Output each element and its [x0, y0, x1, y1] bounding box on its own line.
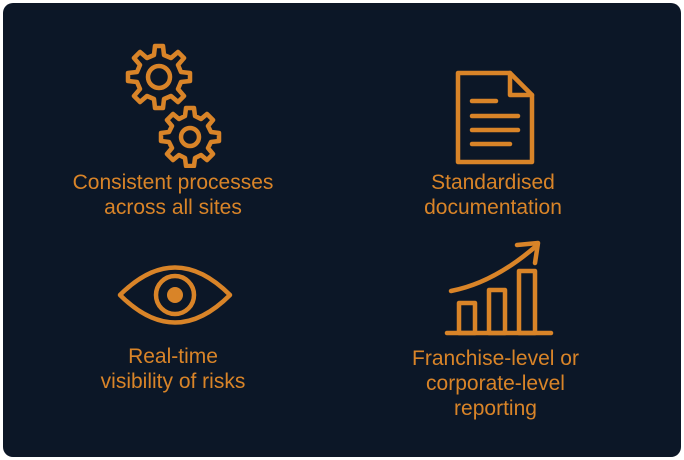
- document-icon: [455, 70, 535, 165]
- gears-icon: [125, 43, 222, 168]
- features-card: Consistent processes across all sites St…: [3, 3, 681, 457]
- feature-label: Real-time visibility of risks: [100, 345, 246, 393]
- feature-label: Franchise-level or corporate-level repor…: [412, 347, 579, 420]
- bar-chart-growth-icon: [444, 240, 554, 336]
- feature-label: Consistent processes across all sites: [72, 171, 274, 219]
- eye-icon: [117, 265, 233, 325]
- feature-label: Standardised documentation: [424, 171, 562, 219]
